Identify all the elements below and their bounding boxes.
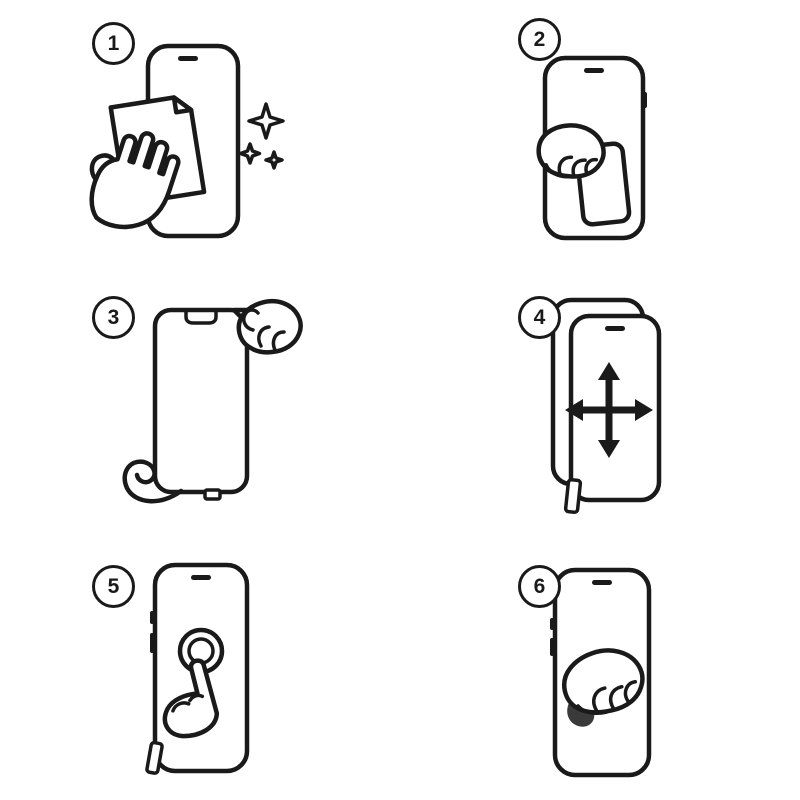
- step-1-panel: 1: [0, 0, 400, 266]
- phone-speaker-icon: [178, 56, 198, 61]
- step-6-panel: 6: [400, 533, 800, 800]
- phone-speaker-icon: [605, 326, 625, 331]
- step-1-badge: 1: [92, 22, 135, 65]
- step-5-badge: 5: [92, 565, 135, 608]
- phone-speaker-icon: [191, 575, 211, 580]
- wiping-fist-icon: [562, 648, 645, 715]
- smooth-screen-with-cloth-icon: [550, 567, 652, 778]
- wiping-hand-icon: [89, 131, 181, 230]
- pressing-hand-icon: [162, 658, 220, 739]
- step-3-badge: 3: [92, 296, 135, 339]
- peeling-backing-curl-icon: [122, 459, 184, 504]
- peel-film-from-screen-icon: [536, 55, 647, 241]
- step-1-number: 1: [107, 31, 120, 55]
- step-5-panel: 5: [0, 533, 400, 800]
- side-button-icon: [150, 611, 154, 624]
- pinching-hand-icon: [536, 123, 606, 179]
- alignment-arrows-icon: [565, 362, 653, 458]
- phone-speaker-icon: [592, 580, 612, 585]
- step-5-number: 5: [107, 574, 120, 598]
- step-2-badge: 2: [518, 18, 561, 61]
- step-4-badge: 4: [518, 296, 561, 339]
- step-2-number: 2: [533, 27, 546, 51]
- side-button-icon: [642, 92, 647, 108]
- pull-tab-icon: [203, 488, 222, 501]
- pinching-hand-icon: [236, 298, 303, 355]
- pull-tab-icon: [563, 478, 583, 514]
- clean-screen-with-cloth-icon: [89, 43, 285, 239]
- side-button-icon: [150, 633, 154, 653]
- step-6-number: 6: [533, 574, 546, 598]
- press-screen-center-icon: [145, 562, 250, 775]
- peel-protector-backing-icon: [122, 298, 303, 504]
- step-3-number: 3: [107, 305, 120, 329]
- step-4-number: 4: [533, 305, 546, 329]
- step-6-badge: 6: [518, 565, 561, 608]
- pull-tab-icon: [145, 740, 164, 775]
- align-protector-arrows-icon: [550, 297, 662, 514]
- side-button-icon: [550, 618, 554, 630]
- step-2-panel: 2: [400, 0, 800, 266]
- screen-protector-icon: [152, 307, 250, 495]
- phone-speaker-icon: [584, 68, 604, 73]
- step-3-panel: 3: [0, 266, 400, 533]
- sparkles-icon: [238, 102, 285, 170]
- notch-icon: [184, 310, 218, 325]
- step-4-panel: 4: [400, 266, 800, 533]
- side-button-icon: [550, 638, 554, 656]
